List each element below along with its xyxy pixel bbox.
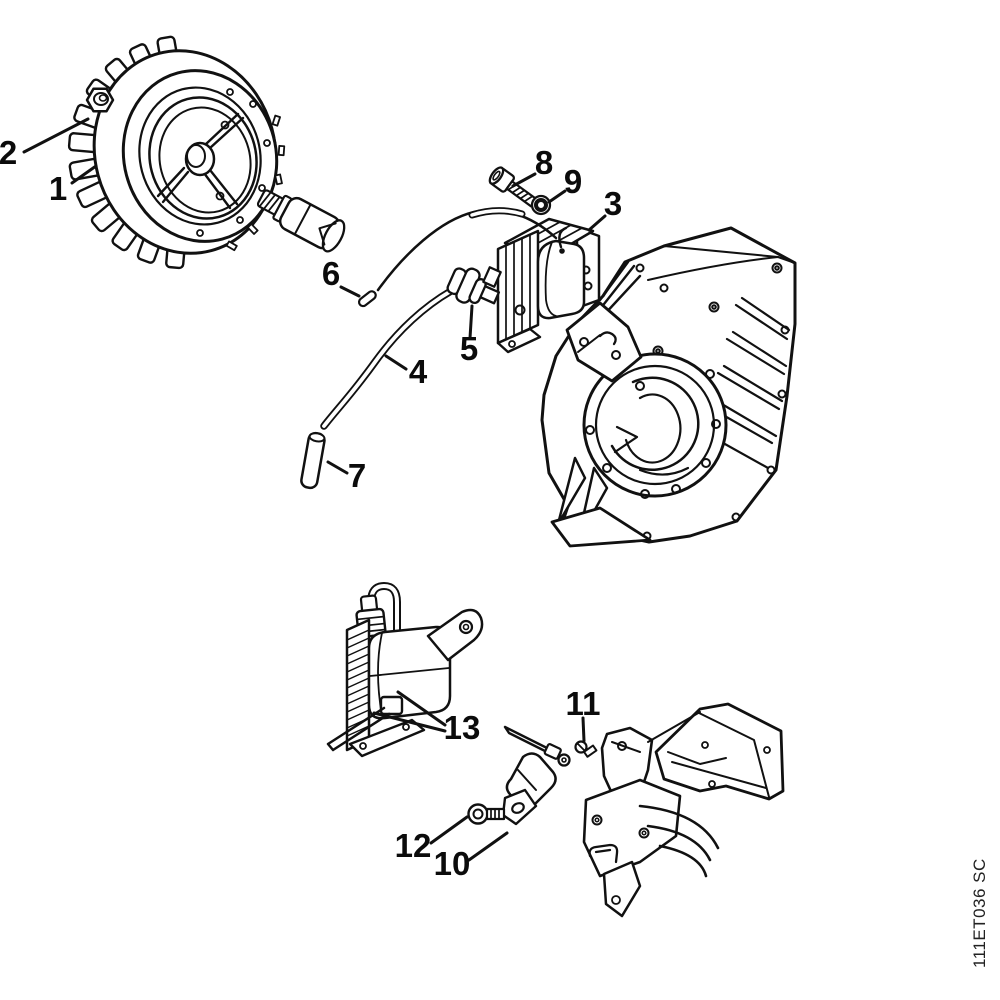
leader-line-4 (384, 354, 408, 371)
wire-end-terminal (357, 290, 377, 308)
kill-wire-drawing (357, 207, 558, 308)
callout-7: 7 (348, 457, 366, 494)
leader-line-13b (372, 711, 447, 733)
module-assembly-drawing (326, 582, 484, 758)
callout-9: 9 (564, 163, 582, 200)
ignition-lead-drawing (300, 266, 502, 490)
screw-11-drawing (574, 740, 598, 758)
callout-4: 4 (409, 353, 428, 390)
lead-sleeve (300, 431, 326, 490)
callout-6: 6 (322, 255, 340, 292)
fan-housing-drawing (540, 226, 797, 548)
washer-9-drawing (530, 194, 552, 216)
leader-line-10 (467, 831, 509, 862)
callout-13: 13 (444, 709, 481, 746)
connector-drawing (256, 189, 346, 253)
contact-spring-drawing (501, 725, 571, 826)
leader-line-1 (70, 164, 98, 185)
callout-10: 10 (434, 845, 471, 882)
leader-line-3 (587, 214, 607, 232)
callout-labels: 1 2 3 4 5 6 7 8 9 10 11 12 13 (0, 134, 622, 882)
leader-line-5 (468, 304, 474, 340)
leader-lines (22, 117, 607, 862)
hex-nut-drawing (85, 87, 115, 113)
flywheel-drawing (67, 35, 286, 270)
callout-12: 12 (395, 827, 432, 864)
leader-line-12 (429, 815, 469, 845)
leader-line-9 (547, 189, 567, 204)
crankcase-bracket-drawing (582, 702, 785, 918)
callout-3: 3 (604, 185, 622, 222)
leader-line-8 (511, 172, 537, 188)
callout-11: 11 (566, 685, 601, 722)
screw-8-drawing (488, 166, 538, 208)
ignition-module-drawing (496, 217, 601, 354)
leader-line-2 (22, 117, 90, 154)
callout-8: 8 (535, 144, 553, 181)
screw-12-drawing (467, 803, 506, 825)
leader-line-13a (396, 690, 447, 727)
callout-5: 5 (460, 330, 478, 367)
leader-line-11 (581, 716, 586, 743)
figure-id-watermark: 111ET036 SC (970, 858, 989, 968)
callout-1: 1 (49, 170, 67, 207)
leader-line-7 (326, 460, 349, 475)
lead-grommet (446, 267, 501, 305)
leader-line-6 (339, 285, 361, 298)
callout-2: 2 (0, 134, 17, 171)
